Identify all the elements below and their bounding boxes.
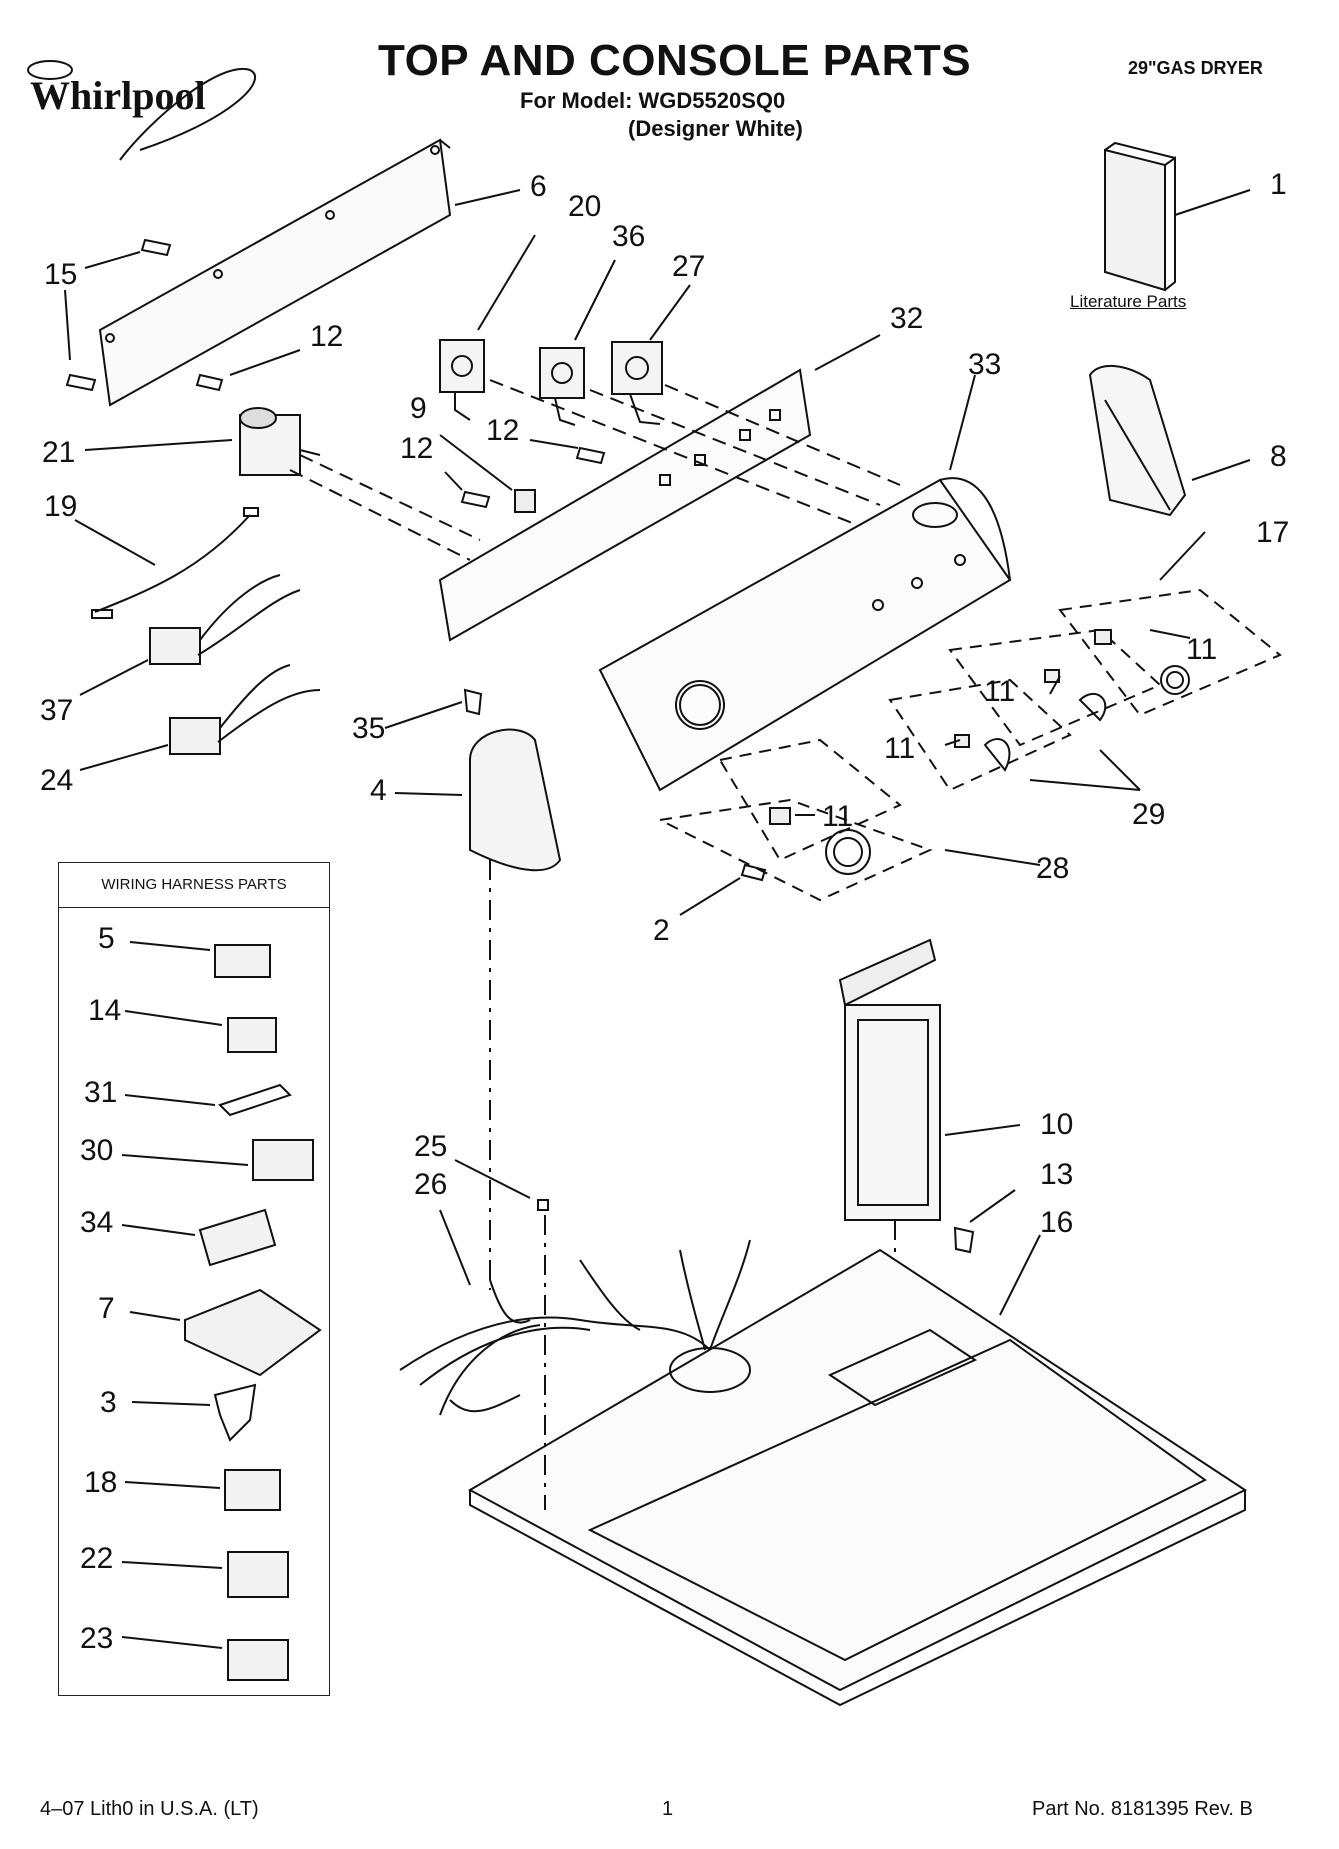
back-panel-6 — [98, 138, 521, 407]
model-line: For Model: WGD5520SQ0 — [520, 88, 786, 113]
callout-9: 9 — [410, 392, 427, 425]
page-title: TOP AND CONSOLE PARTS — [378, 36, 972, 85]
callout-3: 3 — [100, 1386, 117, 1419]
whirlpool-logo: Whirlpool — [30, 73, 206, 118]
end-cap-4 — [394, 728, 562, 1290]
screw-12-middle — [460, 490, 491, 509]
callout-1: 1 — [1270, 168, 1287, 201]
wiring-harness-heading: WIRING HARNESS PARTS — [59, 863, 329, 908]
screw-2 — [740, 863, 767, 882]
harness-24 — [79, 664, 321, 771]
callout-14: 14 — [88, 994, 122, 1027]
callout-4: 4 — [370, 774, 387, 807]
whirlpool-logo-swirl — [27, 60, 256, 161]
wiring-parts-icons — [121, 941, 322, 1681]
callout-33: 33 — [968, 348, 1002, 381]
callout-28: 28 — [1036, 852, 1070, 885]
console-bracket-32 — [438, 334, 881, 642]
color-line: (Designer White) — [628, 116, 803, 141]
top-panel-16 — [467, 1234, 1248, 1707]
console-33 — [598, 374, 1012, 792]
screw-12-upper — [195, 373, 224, 392]
footer-part-number: Part No. 8181395 Rev. B — [1032, 1798, 1253, 1820]
callout-24: 24 — [40, 764, 74, 797]
footer-left: 4–07 Lith0 in U.S.A. (LT) — [40, 1798, 259, 1820]
literature-parts-label: Literature Parts — [1070, 292, 1187, 311]
callout-18: 18 — [84, 1466, 118, 1499]
wire-harness-26 — [399, 1209, 751, 1416]
timer-21 — [84, 407, 481, 561]
callout-10: 10 — [1040, 1108, 1074, 1141]
harness-37 — [79, 574, 301, 696]
callout-7: 7 — [98, 1292, 115, 1325]
screw-13 — [953, 1226, 975, 1254]
switch-20 — [439, 234, 536, 421]
callout-11d: 11 — [822, 800, 854, 833]
callout-30: 30 — [80, 1134, 114, 1167]
callout-35: 35 — [352, 712, 386, 745]
callout-5: 5 — [98, 922, 115, 955]
callout-8: 8 — [1270, 440, 1287, 473]
switch-36 — [539, 259, 616, 426]
callout-2: 2 — [653, 914, 670, 947]
callout-20: 20 — [568, 190, 602, 223]
knob-groups — [656, 588, 1282, 902]
callout-19: 19 — [44, 490, 78, 523]
bracket-9 — [514, 489, 536, 513]
callout-31: 31 — [84, 1076, 118, 1109]
screw-12-lower — [575, 446, 606, 465]
callout-12a: 12 — [310, 320, 344, 353]
end-cap-8 — [1088, 364, 1251, 517]
screw-35 — [463, 688, 483, 716]
callout-11a: 11 — [1186, 633, 1218, 666]
callout-32: 32 — [890, 302, 924, 335]
callout-17: 17 — [1256, 516, 1290, 549]
callout-12b: 12 — [486, 414, 520, 447]
screws-15 — [64, 238, 172, 392]
callout-11b: 11 — [984, 675, 1016, 708]
callout-37: 37 — [40, 694, 74, 727]
clip-25 — [537, 1199, 549, 1211]
literature-booklet — [1104, 141, 1251, 292]
wiring-harness-box: WIRING HARNESS PARTS — [58, 862, 330, 1696]
callout-23: 23 — [80, 1622, 114, 1655]
product-type: 29"GAS DRYER — [1128, 58, 1263, 78]
callout-21: 21 — [42, 436, 76, 469]
wire-harness-19 — [74, 507, 259, 619]
knob-parts — [769, 531, 1206, 875]
callout-27: 27 — [672, 250, 706, 283]
callout-16: 16 — [1040, 1206, 1074, 1239]
callout-11c: 11 — [884, 732, 916, 765]
footer-page-number: 1 — [662, 1798, 674, 1820]
callout-6: 6 — [530, 170, 547, 203]
callout-34: 34 — [80, 1206, 114, 1239]
callout-25: 25 — [414, 1130, 448, 1163]
callout-15: 15 — [44, 258, 78, 291]
callout-36: 36 — [612, 220, 646, 253]
callout-12c: 12 — [400, 432, 434, 465]
callout-13: 13 — [1040, 1158, 1074, 1191]
switch-27 — [611, 284, 691, 425]
callout-26: 26 — [414, 1168, 448, 1201]
callout-29: 29 — [1132, 798, 1166, 831]
callout-22: 22 — [80, 1542, 114, 1575]
